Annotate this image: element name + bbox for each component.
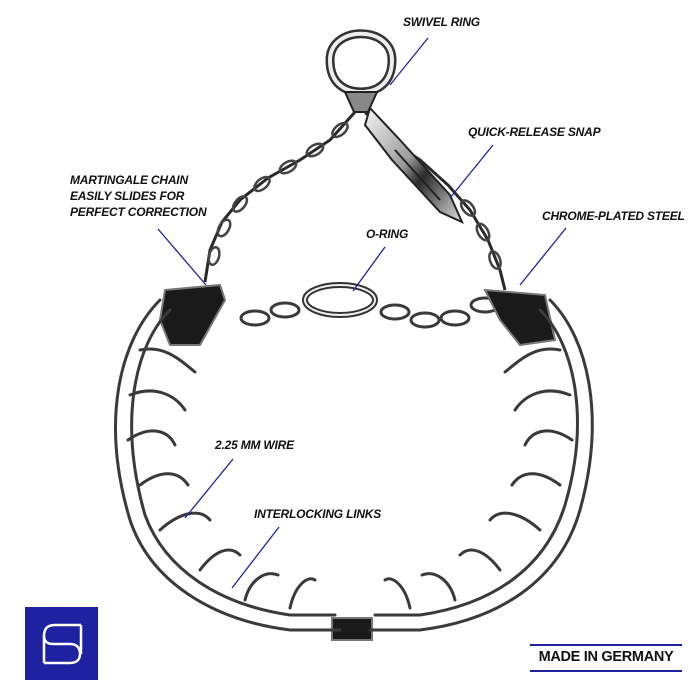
callout-swivel-ring: SWIVEL RING [403, 15, 480, 29]
callout-wire-gauge: 2.25 MM WIRE [215, 438, 294, 452]
callout-chrome-plated-steel: CHROME-PLATED STEEL [542, 209, 685, 223]
badge-text: MADE IN GERMANY [538, 649, 674, 665]
prong-links [114, 298, 594, 632]
callout-martingale-line-1: MARTINGALE CHAIN [70, 173, 188, 187]
callout-martingale-line-3: PERFECT CORRECTION [70, 205, 207, 219]
badge-bottom-rule [530, 670, 682, 672]
swivel-ring [325, 29, 397, 113]
s-monogram-icon [42, 623, 83, 665]
end-plate-right [483, 288, 557, 347]
martingale-chain [203, 111, 507, 291]
callout-martingale-line-2: EASILY SLIDES FOR [70, 189, 185, 203]
callout-interlocking-links: INTERLOCKING LINKS [254, 507, 382, 521]
end-plate-left [158, 283, 227, 346]
brand-logo [25, 607, 98, 680]
callout-o-ring: O-RING [366, 227, 409, 241]
callout-quick-release-snap: QUICK-RELEASE SNAP [468, 125, 601, 139]
quick-release-snap [363, 106, 464, 224]
callout-martingale-chain: MARTINGALE CHAIN EASILY SLIDES FOR PERFE… [70, 172, 207, 220]
badge-top-rule [530, 644, 682, 646]
made-in-germany-badge: MADE IN GERMANY [530, 644, 682, 674]
center-chain [239, 296, 501, 329]
o-ring [302, 282, 378, 318]
leader-lines [157, 37, 567, 589]
